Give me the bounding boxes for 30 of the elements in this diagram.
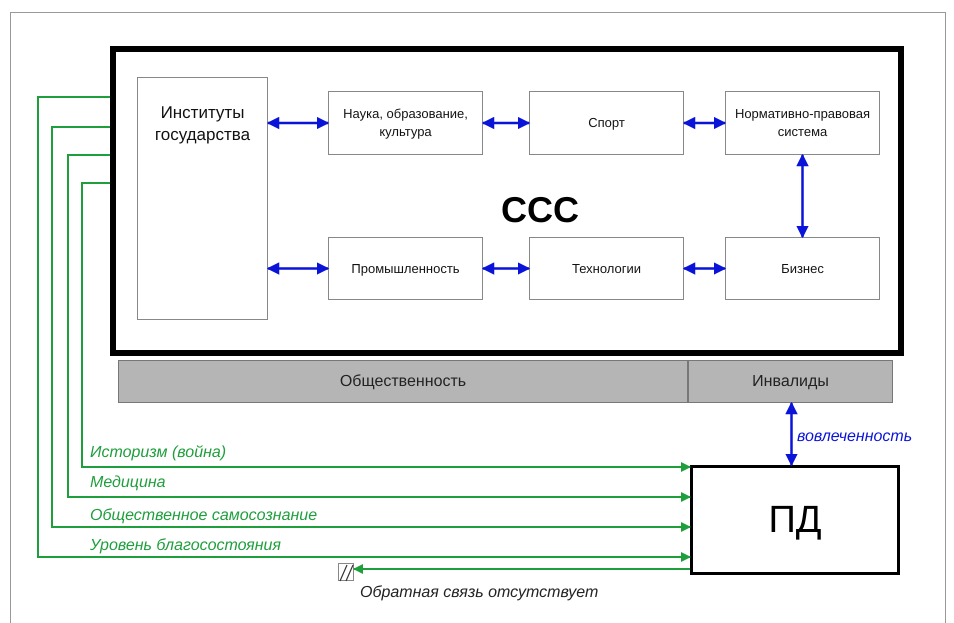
process-box: Бизнес (725, 237, 880, 300)
edge-label: Уровень благосостояния (90, 536, 281, 556)
target-box: ПД (690, 465, 900, 575)
process-box: Институты государства (137, 77, 268, 320)
arrow (682, 262, 726, 275)
edge-label: Историзм (война) (90, 443, 226, 463)
edge-label: Медицина (90, 473, 166, 493)
public-band: Общественность (118, 360, 688, 403)
process-box: Наука, образование, культура (328, 91, 483, 155)
process-box: Спорт (529, 91, 684, 155)
edge-label: вовлеченность (797, 427, 912, 447)
arrow (482, 116, 530, 130)
process-box: Технологии (529, 237, 684, 300)
break-mark (338, 563, 354, 581)
arrow (482, 262, 530, 275)
public-band: Инвалиды (688, 360, 893, 403)
arrow (353, 564, 690, 574)
arrow (796, 154, 809, 238)
arrow (682, 116, 726, 130)
arrow (266, 262, 330, 275)
arrow (81, 182, 691, 472)
arrow (266, 116, 330, 130)
arrow (785, 402, 798, 466)
system-frame (110, 46, 904, 356)
process-box: Нормативно-правовая система (725, 91, 880, 155)
system-title: ССС (501, 188, 579, 232)
edge-label: Обратная связь отсутствует (360, 583, 598, 603)
arrow (67, 154, 691, 502)
edge-label: Общественное самосознание (90, 506, 318, 526)
process-box: Промышленность (328, 237, 483, 300)
